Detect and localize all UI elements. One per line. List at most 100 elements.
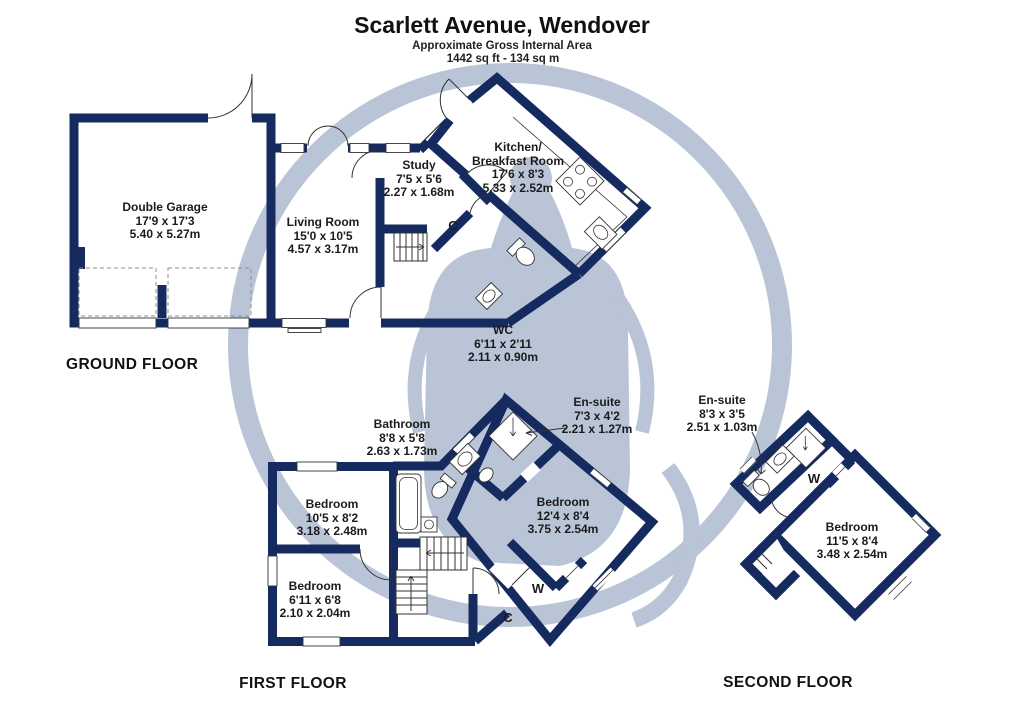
- room-name: Double Garage: [122, 200, 208, 214]
- door-arc: [349, 286, 382, 319]
- door-arc: [351, 149, 381, 179]
- garage-door-arc: [207, 73, 253, 119]
- floor-title-second: SECOND FLOOR: [723, 674, 853, 691]
- sink: [765, 444, 795, 474]
- window: [296, 461, 338, 472]
- room-dim-imperial: 11'5 x 8'4: [826, 533, 878, 548]
- room-dim-metric: 2.11 x 0.90m: [467, 350, 539, 364]
- room-name: WC: [493, 323, 513, 337]
- room-label-bedroom-1: Bedroom 10'5 x 8'2 3.18 x 2.48m: [296, 497, 368, 539]
- room-name: Bedroom: [536, 495, 590, 509]
- room-dim-imperial: 17'9 x 17'3: [135, 213, 195, 228]
- room-label-double-garage: Double Garage 17'9 x 17'3 5.40 x 5.27m: [122, 200, 208, 242]
- room-dim-metric: 2.10 x 2.04m: [279, 606, 351, 620]
- floor-title-ground: GROUND FLOOR: [66, 356, 199, 373]
- room-label-bedroom-3: Bedroom 12'4 x 8'4 3.75 x 2.54m: [527, 495, 599, 537]
- door-arc: [472, 567, 500, 595]
- window: [302, 636, 341, 647]
- door-arc: [469, 193, 489, 214]
- room-name: En-suite: [698, 393, 746, 407]
- room-dim-imperial: 7'3 x 4'2: [574, 408, 620, 423]
- shower: [785, 427, 827, 469]
- room-dim-imperial: 12'4 x 8'4: [536, 508, 590, 523]
- room-label-bedroom-2: Bedroom 6'11 x 6'8 2.10 x 2.04m: [279, 579, 351, 621]
- room-label-kitchen: Kitchen/ Breakfast Room 17'6 x 8'3 5.33 …: [471, 140, 565, 195]
- first-floor-plan: [267, 392, 659, 648]
- room-dim-metric: 2.21 x 1.27m: [561, 422, 633, 436]
- page-area: 1442 sq ft - 134 sq m: [446, 53, 560, 65]
- room-dim-imperial: 6'11 x 6'8: [289, 592, 341, 607]
- room-label-ensuite-second: En-suite 8'3 x 3'5 2.51 x 1.03m: [686, 393, 758, 435]
- room-dim-metric: 3.18 x 2.48m: [296, 524, 368, 538]
- ground-floor-plan: [69, 72, 652, 333]
- room-label-bedroom-4: Bedroom 11'5 x 8'4 3.48 x 2.54m: [816, 520, 888, 562]
- room-dim-imperial: 8'3 x 3'5: [699, 406, 745, 421]
- door-leaf: [511, 565, 532, 586]
- room-name: Breakfast Room: [471, 153, 565, 168]
- room-dim-metric: 2.51 x 1.03m: [686, 420, 758, 434]
- bathtub: [395, 473, 422, 534]
- closet-label-c: C: [503, 610, 513, 625]
- room-label-living-room: Living Room 15'0 x 10'5 4.57 x 3.17m: [286, 215, 360, 257]
- ensuite-leader-arrow: [751, 431, 766, 475]
- kitchen-sink: [583, 216, 618, 250]
- second-floor-plan: [729, 409, 942, 622]
- floor-title-first: FIRST FLOOR: [239, 675, 347, 692]
- room-dim-imperial: 6'11 x 2'11: [474, 336, 532, 351]
- stove: [555, 156, 605, 206]
- page-subtitle: Approximate Gross Internal Area: [412, 40, 592, 52]
- room-dim-imperial: 15'0 x 10'5: [293, 228, 353, 243]
- toilet: [431, 472, 457, 499]
- window: [280, 143, 305, 153]
- window: [349, 143, 370, 153]
- room-name: Bedroom: [288, 579, 342, 593]
- french-door-arcs: [307, 125, 349, 147]
- room-dim-imperial: 8'8 x 5'8: [379, 430, 425, 445]
- room-dim-metric: 2.63 x 1.73m: [366, 444, 438, 458]
- window: [267, 555, 278, 587]
- room-label-wc: WC 6'11 x 2'11 2.11 x 0.90m: [467, 323, 539, 365]
- room-name: En-suite: [573, 395, 621, 409]
- entrance-door-arc: [439, 78, 471, 122]
- wc-walls: [430, 209, 582, 327]
- basin: [420, 516, 438, 533]
- room-name: Bathroom: [373, 417, 431, 431]
- room-name: Kitchen/: [494, 140, 542, 154]
- ensuite-leader-arrow: [525, 427, 566, 436]
- room-dim-metric: 2.27 x 1.68m: [383, 185, 455, 199]
- bedroom-walls: [768, 448, 942, 622]
- room-dim-imperial: 17'6 x 8'3: [491, 167, 545, 181]
- stairs: [393, 232, 428, 262]
- watermark-ring: [228, 63, 792, 627]
- room-label-ensuite-first: En-suite 7'3 x 4'2 2.21 x 1.27m: [561, 395, 633, 437]
- room-name: Bedroom: [305, 497, 359, 511]
- sink: [474, 281, 504, 311]
- room-dim-imperial: 7'5 x 5'6: [396, 171, 442, 186]
- parking-bay-dashed: [167, 267, 252, 317]
- toilet: [506, 237, 535, 266]
- room-name: Bedroom: [825, 520, 879, 534]
- room-dim-metric: 5.40 x 5.27m: [129, 227, 201, 241]
- door-arc: [359, 548, 392, 581]
- door-arc: [465, 164, 508, 195]
- stairs: [395, 536, 468, 615]
- room-dim-metric: 4.57 x 3.17m: [287, 242, 359, 256]
- stairs: [742, 548, 773, 580]
- toilet: [742, 469, 770, 496]
- room-dim-metric: 3.75 x 2.54m: [527, 522, 599, 536]
- shower: [488, 411, 538, 461]
- closet-label-c: C: [448, 218, 458, 233]
- kitchen-counter: [512, 116, 628, 267]
- sink: [478, 467, 494, 483]
- door-arc: [770, 493, 788, 518]
- sink: [448, 442, 482, 476]
- room-name: Living Room: [286, 215, 360, 229]
- page-title: Scarlett Avenue, Wendover: [354, 12, 650, 38]
- room-dim-metric: 3.48 x 2.54m: [816, 547, 888, 561]
- closet-label-w: W: [807, 471, 821, 486]
- room-dim-metric: 5.33 x 2.52m: [482, 180, 554, 195]
- room-name: Study: [402, 158, 436, 172]
- parking-bay-dashed: [78, 267, 157, 317]
